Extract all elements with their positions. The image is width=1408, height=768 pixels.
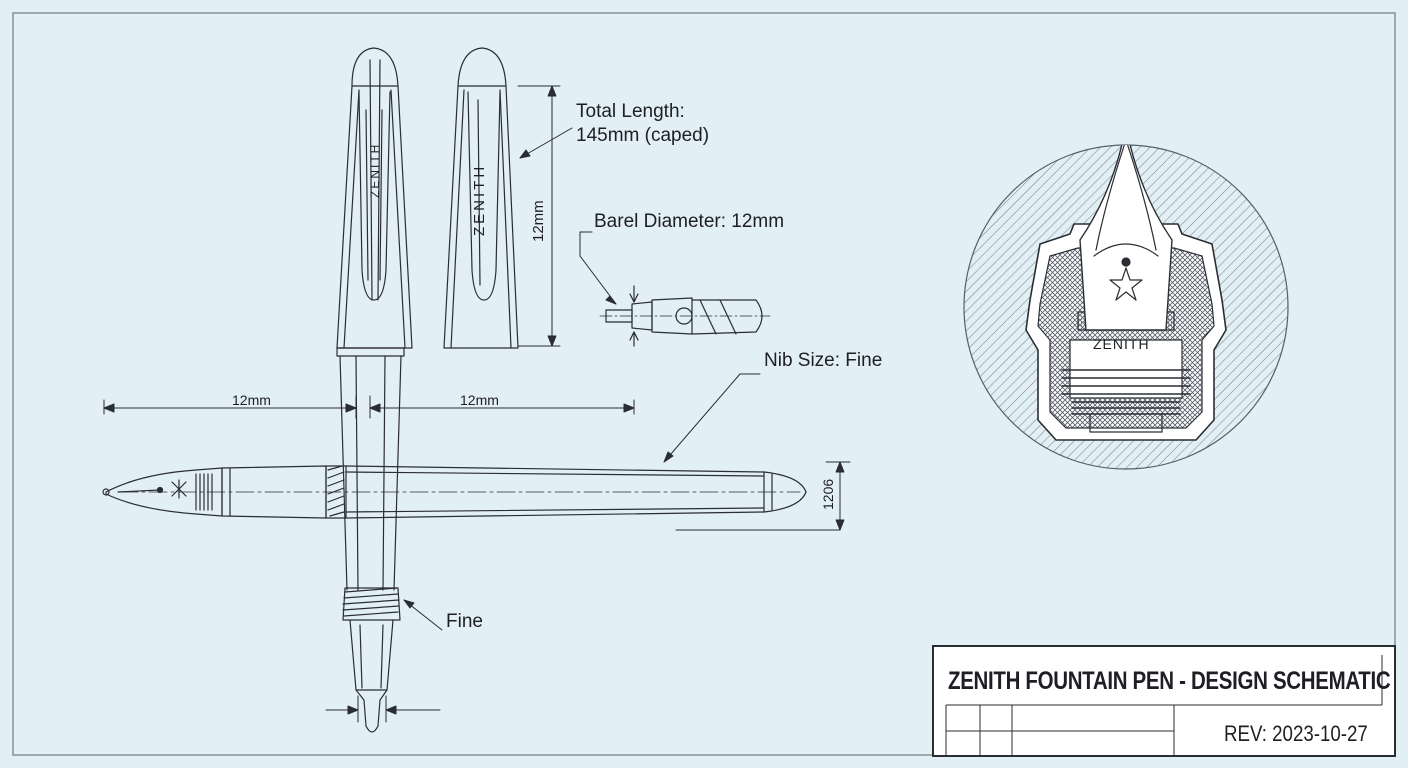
barrel-diameter-label: Barel Diameter: 12mm	[594, 211, 785, 232]
barrel-detail	[599, 285, 771, 347]
revision-label: REV: 2023-10-27	[1224, 721, 1368, 746]
total-length-line-2: 145mm (caped)	[576, 125, 710, 146]
dimension-lines	[103, 85, 851, 723]
total-length-label: Total Length: 145mm (caped)	[576, 100, 709, 148]
cap-height-dimension-label: 12mm	[530, 200, 547, 242]
drawing-frame	[12, 12, 1396, 756]
horizontal-pen	[102, 465, 807, 519]
title-block: ZENITH FOUNTAIN PEN - DESIGN SCHEMATIC R…	[932, 645, 1396, 757]
section-brand-mark: ZENITH	[1093, 336, 1150, 352]
title-block-cells	[945, 655, 1383, 755]
total-length-line-1: Total Length:	[576, 101, 685, 122]
brand-mark-cap-front: ZENITH	[368, 142, 382, 198]
nib-size-label: Nib Size: Fine	[764, 350, 883, 371]
drawing-title: ZENITH FOUNTAIN PEN - DESIGN SCHEMATIC	[948, 667, 1391, 695]
vertical-pen-body	[336, 347, 405, 733]
right-length-dimension-label: 12mm	[460, 392, 499, 408]
cap-side-view	[443, 47, 519, 349]
brand-mark-cap-side: ZENITH	[471, 163, 488, 236]
left-length-dimension-label: 12mm	[232, 392, 271, 408]
cap-front-view	[336, 47, 413, 349]
nib-section-detail	[963, 144, 1289, 470]
fine-label: Fine	[446, 611, 483, 632]
end-dimension-label: 1206	[820, 478, 836, 510]
